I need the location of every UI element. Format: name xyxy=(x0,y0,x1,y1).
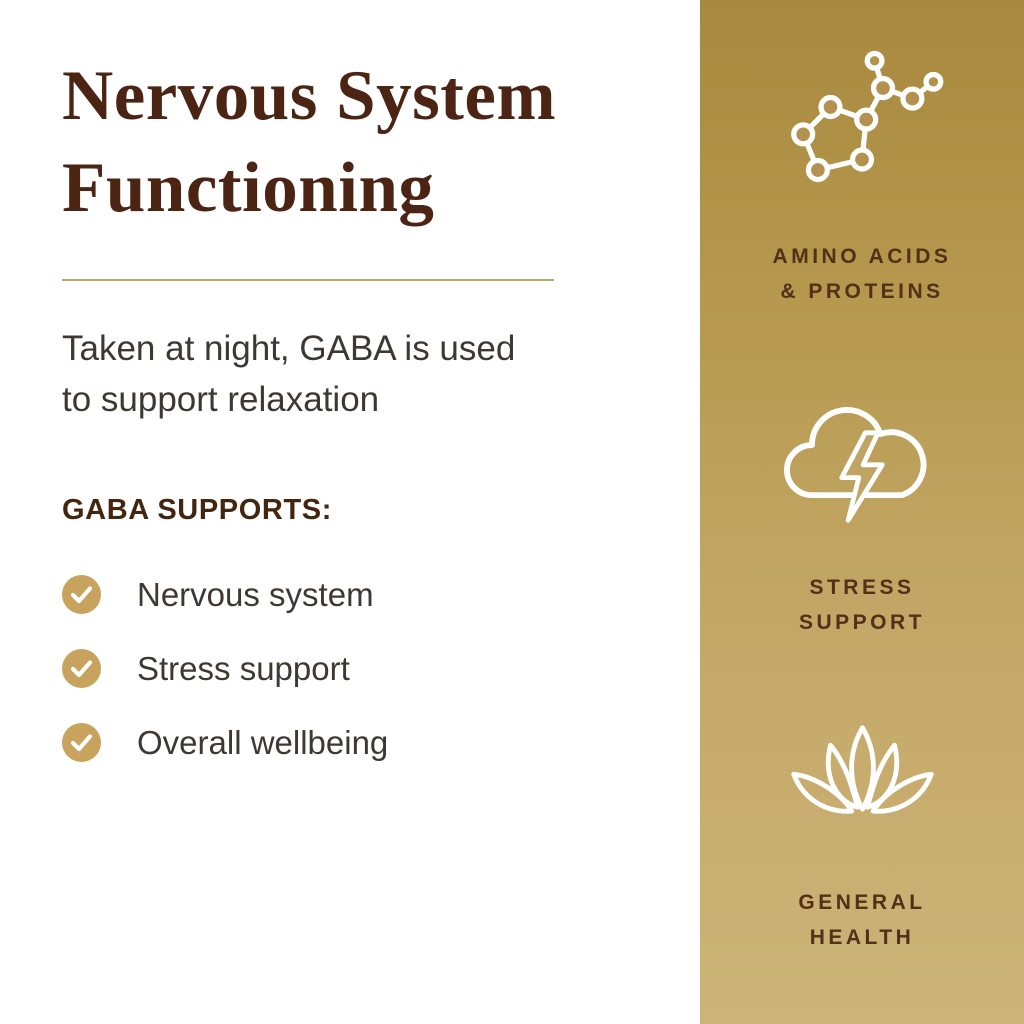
category-label: STRESS SUPPORT xyxy=(799,571,925,640)
checklist-item-label: Overall wellbeing xyxy=(137,723,389,761)
category-label-line-1: AMINO ACIDS xyxy=(772,245,952,268)
category-label: GENERAL HEALTH xyxy=(798,886,925,955)
check-icon xyxy=(62,723,101,763)
category-label-line-1: GENERAL xyxy=(798,891,926,914)
checklist: Nervous system Stress support Overall we… xyxy=(62,575,672,763)
category-label-line-2: SUPPORT xyxy=(798,610,925,634)
storm-cloud-icon xyxy=(782,390,942,529)
subtitle: Taken at night, GABA is used to support … xyxy=(62,323,672,427)
category-stress-support: STRESS SUPPORT xyxy=(700,390,1024,640)
check-icon xyxy=(62,575,101,615)
category-label: AMINO ACIDS & PROTEINS xyxy=(773,240,952,309)
subtitle-line-2: to support relaxation xyxy=(62,380,380,420)
category-amino-acids: AMINO ACIDS & PROTEINS xyxy=(700,44,1024,309)
checklist-item: Overall wellbeing xyxy=(62,723,672,763)
category-general-health: GENERAL HEALTH xyxy=(700,720,1024,955)
page-title-line-2: Functioning xyxy=(62,149,435,228)
checklist-item: Stress support xyxy=(62,649,672,689)
checklist-item-label: Stress support xyxy=(137,649,350,687)
page-title-line-1: Nervous System xyxy=(62,57,557,135)
checklist-item: Nervous system xyxy=(62,575,672,615)
category-band: AMINO ACIDS & PROTEINS STRESS SUPPORT xyxy=(700,0,1024,1024)
divider xyxy=(62,278,554,281)
molecule-icon xyxy=(778,44,946,212)
category-label-line-1: STRESS xyxy=(809,576,915,599)
page-title: Nervous System Functioning xyxy=(62,50,672,235)
main-content: Nervous System Functioning Taken at nigh… xyxy=(62,50,672,763)
category-label-line-2: HEALTH xyxy=(809,925,915,949)
check-icon xyxy=(62,649,101,689)
lotus-icon xyxy=(780,720,945,846)
supports-heading: GABA SUPPORTS: xyxy=(62,494,332,527)
category-label-line-2: & PROTEINS xyxy=(780,279,944,303)
subtitle-line-1: Taken at night, GABA is used xyxy=(62,328,516,368)
checklist-item-label: Nervous system xyxy=(137,575,374,613)
